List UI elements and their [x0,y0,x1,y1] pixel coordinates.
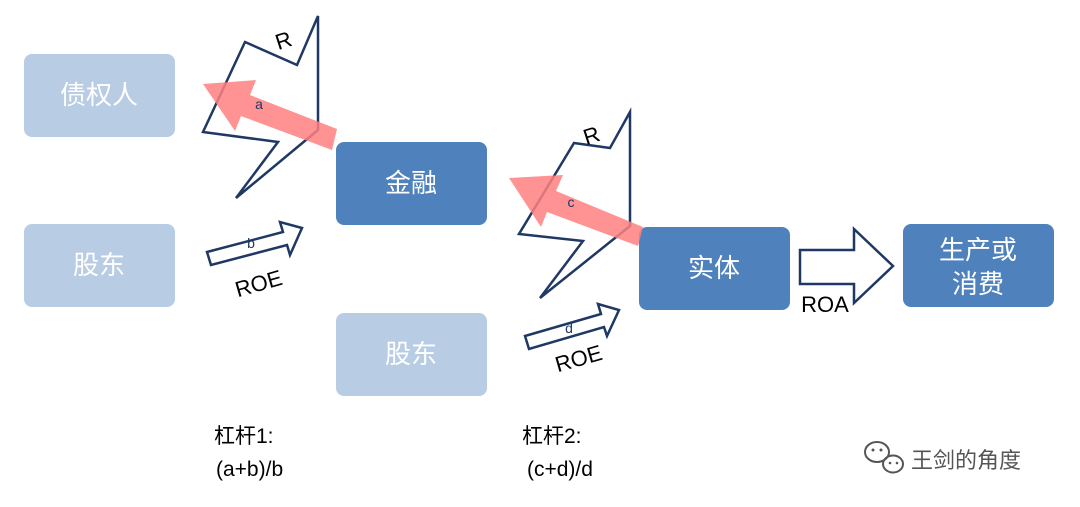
node-shareholder-2: 股东 [336,313,487,396]
leverage-2: 杠杆2: (c+d)/d [522,425,593,481]
node-shareholder-1-label: 股东 [73,251,125,281]
arrow-a-label: a [255,96,263,112]
watermark-text: 王剑的角度 [911,449,1021,474]
node-shareholder-2-label: 股东 [385,340,437,370]
wechat-icon [864,441,904,474]
node-production: 生产或 消费 [903,224,1054,307]
roe-label-1: ROE [232,265,285,302]
arrow-d-label: d [565,320,573,336]
arrow-b: b ROE [205,220,304,302]
arrow-roa: ROA [798,226,895,317]
leverage-1-title: 杠杆1: [214,425,274,448]
arrow-c: c [509,175,643,246]
roe-label-2: ROE [552,340,605,377]
leverage-1-expr: (a+b)/b [216,458,283,481]
node-production-label-line2: 消费 [952,270,1004,300]
arrow-a: a [203,80,337,150]
risk-label-2: R [580,121,603,150]
leverage-1: 杠杆1: (a+b)/b [214,425,283,481]
risk-shape-1: R [201,15,320,199]
node-finance: 金融 [336,142,487,225]
watermark: 王剑的角度 [864,441,1021,474]
roa-label: ROA [801,292,849,317]
arrow-c-label: c [568,194,575,210]
arrow-b-label: b [247,235,255,251]
node-entity: 实体 [639,227,790,310]
leverage-2-expr: (c+d)/d [527,458,593,481]
arrow-d: d ROE [523,302,621,377]
node-production-label-line1: 生产或 [939,236,1017,266]
node-creditor: 债权人 [24,54,175,137]
node-entity-label: 实体 [688,254,740,284]
risk-label-1: R [272,26,295,55]
leverage-2-title: 杠杆2: [522,425,582,448]
node-shareholder-1: 股东 [24,224,175,307]
risk-shape-2: R [516,107,632,299]
node-creditor-label: 债权人 [60,81,138,111]
node-finance-label: 金融 [385,169,437,199]
